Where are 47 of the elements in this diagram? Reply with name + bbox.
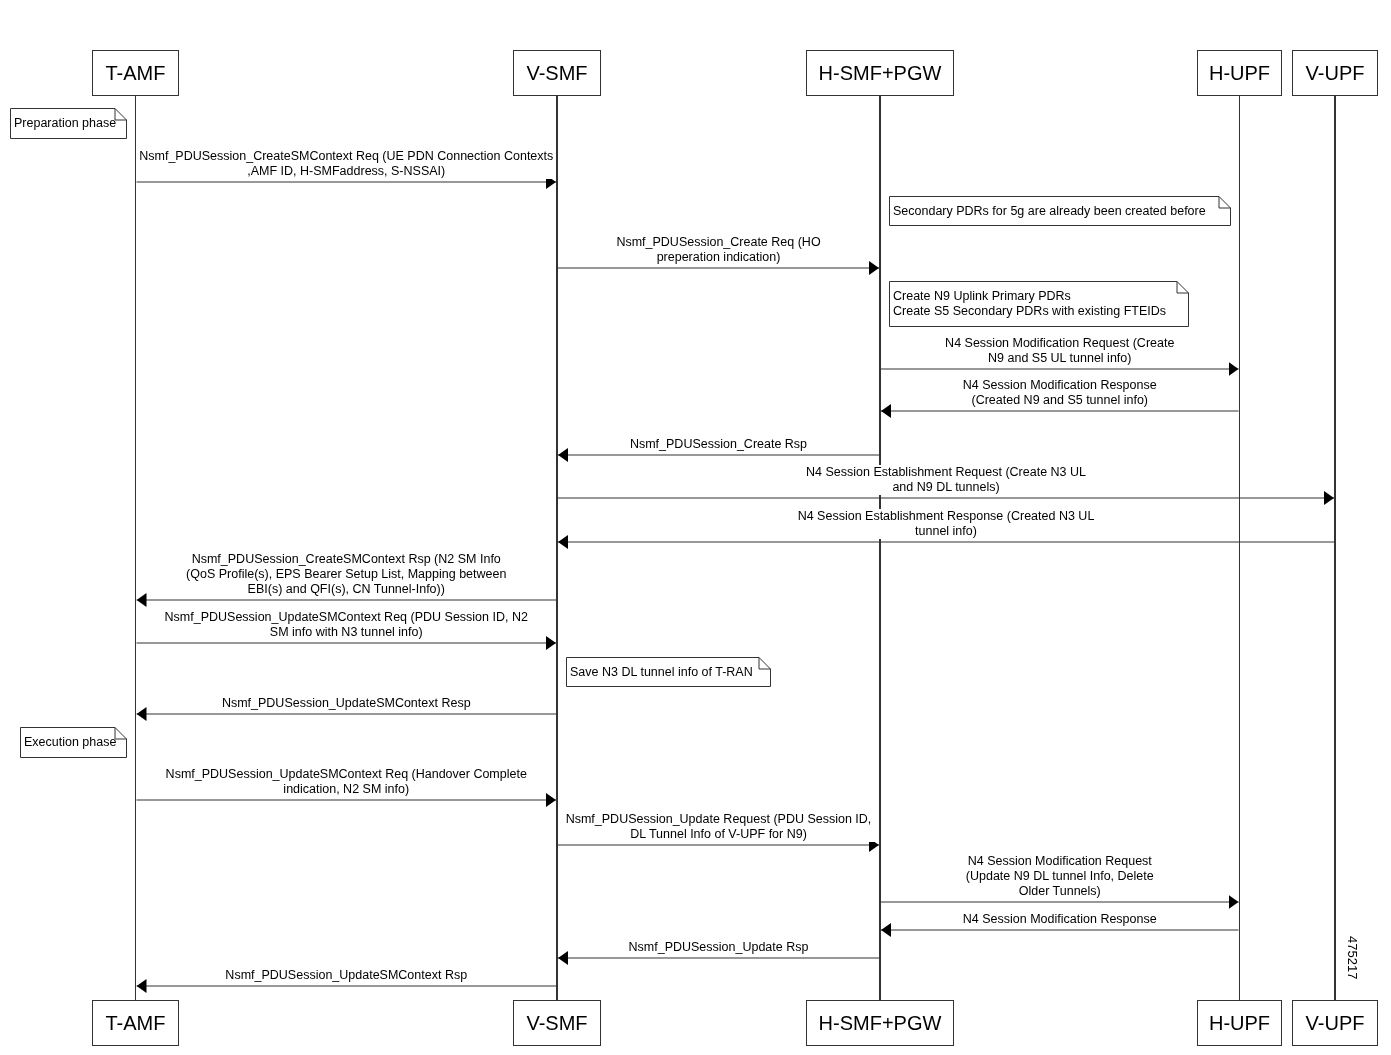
message-arrow — [880, 923, 1240, 937]
edge-label: Nsmf_PDUSession_UpdateSMContext Resp — [221, 696, 471, 711]
participant-box: H-SMF+PGW — [806, 1000, 954, 1046]
note-text: Create N9 Uplink Primary PDRs — [893, 289, 1072, 304]
note-text: Create S5 Secondary PDRs with existing FTEIDs — [893, 304, 1168, 319]
note-text: Preparation phase — [14, 116, 118, 131]
lifeline — [1334, 96, 1336, 1000]
message-arrow — [557, 261, 880, 275]
note — [566, 657, 771, 687]
edge-label: N4 Session Establishment Response (Created N3 UL tunnel info) — [796, 509, 1096, 539]
note — [10, 108, 127, 139]
participant-box: H-UPF — [1197, 1000, 1282, 1046]
participant-box: V-SMF — [513, 50, 601, 96]
message-arrow — [557, 448, 880, 462]
figure-number: 475217 — [1343, 936, 1361, 980]
participant-box: V-UPF — [1292, 50, 1378, 96]
message-arrow — [557, 491, 1335, 505]
message-arrow — [135, 593, 557, 607]
lifeline — [556, 96, 558, 1000]
lifeline — [879, 96, 881, 1000]
edge-label: N4 Session Modification Response — [962, 912, 1157, 927]
message-arrow — [135, 636, 557, 650]
note-text: Execution phase — [24, 735, 118, 750]
note-text: Save N3 DL tunnel info of T-RAN — [570, 664, 754, 680]
note — [889, 196, 1231, 226]
message-arrow — [880, 404, 1240, 418]
participant-box: V-SMF — [513, 1000, 601, 1046]
message-arrow — [880, 362, 1240, 376]
participant-box: T-AMF — [92, 50, 179, 96]
note-text: Secondary PDRs for 5g are already been created before — [893, 203, 1207, 219]
message-arrow — [135, 707, 557, 721]
participant-box: V-UPF — [1292, 1000, 1378, 1046]
participant-box: H-SMF+PGW — [806, 50, 954, 96]
participant-box: T-AMF — [92, 1000, 179, 1046]
edge-label: Nsmf_PDUSession_UpdateSMContext Rsp — [225, 968, 468, 983]
message-arrow — [135, 979, 557, 993]
participant-box: H-UPF — [1197, 50, 1282, 96]
message-arrow — [135, 793, 557, 807]
message-arrow — [880, 895, 1240, 909]
message-arrow — [557, 535, 1335, 549]
lifeline — [1238, 96, 1241, 1000]
note — [889, 281, 1189, 327]
note — [20, 727, 127, 758]
message-arrow — [557, 951, 880, 965]
edge-label: Nsmf_PDUSession_Update Rsp — [628, 940, 809, 955]
lifeline — [134, 96, 137, 1000]
edge-label: Nsmf_PDUSession_Create Rsp — [629, 437, 808, 452]
